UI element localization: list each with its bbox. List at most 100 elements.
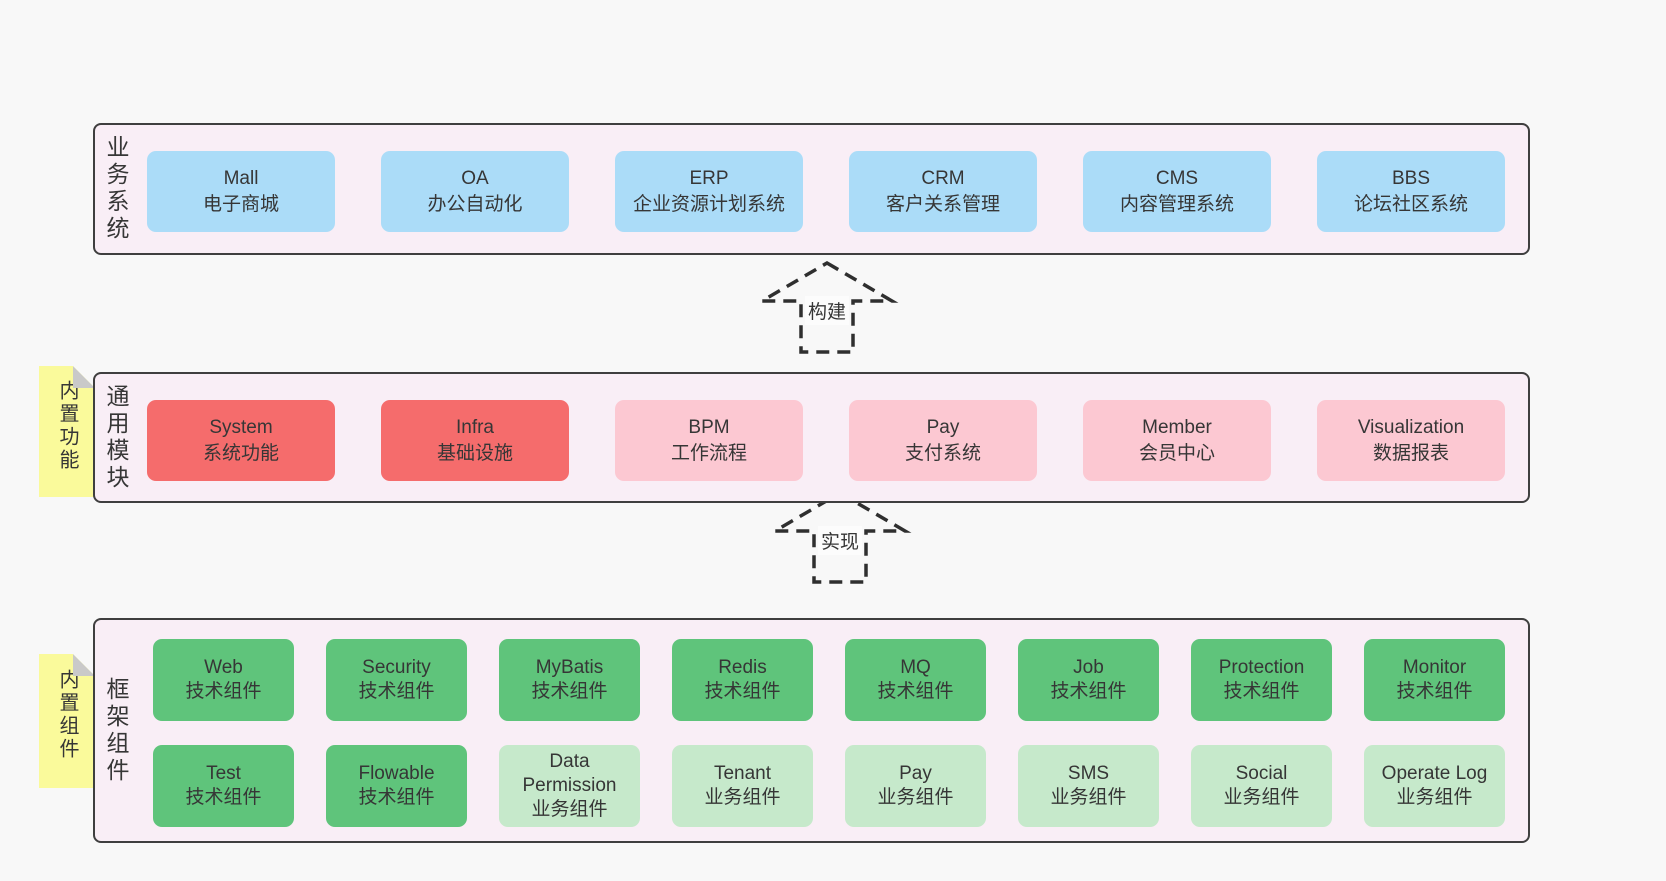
node-title: Test (206, 763, 241, 784)
node-subtitle: 内容管理系统 (1119, 193, 1234, 215)
arrow-build-label: 构建 (804, 296, 850, 325)
node-mq: MQ 技术组件 (845, 639, 986, 721)
node-erp: ERP 企业资源计划系统 (615, 151, 803, 232)
node-monitor: Monitor 技术组件 (1364, 639, 1505, 721)
node-title: CMS (1155, 167, 1199, 189)
node-flowable: Flowable 技术组件 (326, 745, 467, 827)
node-subtitle: 电子商城 (202, 193, 279, 215)
node-bpm: BPM 工作流程 (615, 400, 803, 481)
node-title: BPM (688, 416, 730, 438)
node-title: Data Permission (522, 751, 617, 796)
business-boxes-row: Mall 电子商城 OA 办公自动化 ERP 企业资源计划系统 CRM 客户关系… (147, 151, 1505, 232)
node-subtitle: 技术组件 (531, 681, 608, 702)
node-title: MyBatis (535, 657, 604, 678)
node-subtitle: 技术组件 (185, 787, 262, 808)
node-subtitle: 技术组件 (358, 787, 435, 808)
sticky-note-builtin-components: 内置组件 (39, 654, 95, 788)
node-subtitle: 业务组件 (704, 787, 781, 808)
node-oa: OA 办公自动化 (381, 151, 569, 232)
node-title: Web (204, 657, 243, 678)
node-title: Infra (455, 416, 495, 438)
sticky-fold-corner (73, 654, 95, 676)
node-security: Security 技术组件 (326, 639, 467, 721)
node-bbs: BBS 论坛社区系统 (1317, 151, 1505, 232)
section-business-systems: 业务系统 Mall 电子商城 OA 办公自动化 ERP 企业资源计划系统 CRM… (93, 123, 1530, 255)
node-mall: Mall 电子商城 (147, 151, 335, 232)
node-web: Web 技术组件 (153, 639, 294, 721)
arrow-implement: 实现 (765, 488, 915, 586)
arrow-implement-label: 实现 (817, 526, 863, 555)
node-title: Social (1235, 763, 1288, 784)
node-subtitle: 论坛社区系统 (1353, 193, 1468, 215)
node-title: Member (1142, 416, 1212, 438)
node-title: CRM (921, 167, 965, 189)
dashed-up-arrow-icon (755, 260, 899, 354)
node-subtitle: 数据报表 (1372, 442, 1449, 464)
component-boxes-row-1: Web 技术组件 Security 技术组件 MyBatis 技术组件 Redi… (153, 639, 1505, 721)
sticky-fold-corner (73, 366, 95, 388)
node-job: Job 技术组件 (1018, 639, 1159, 721)
node-subtitle: 基础设施 (436, 442, 513, 464)
node-member: Member 会员中心 (1083, 400, 1271, 481)
dashed-up-arrow-icon (768, 490, 912, 584)
node-title: SMS (1067, 763, 1110, 784)
node-title: Mall (223, 167, 259, 189)
node-pay-biz: Pay 业务组件 (845, 745, 986, 827)
node-title: MQ (900, 657, 931, 678)
node-subtitle: 技术组件 (185, 681, 262, 702)
node-title: Flowable (358, 763, 435, 784)
node-data-permission: Data Permission 业务组件 (499, 745, 640, 827)
node-subtitle: 业务组件 (877, 787, 954, 808)
node-subtitle: 业务组件 (1223, 787, 1300, 808)
node-sms: SMS 业务组件 (1018, 745, 1159, 827)
node-subtitle: 业务组件 (1396, 787, 1473, 808)
node-cms: CMS 内容管理系统 (1083, 151, 1271, 232)
node-subtitle: 技术组件 (704, 681, 781, 702)
node-title: Redis (718, 657, 767, 678)
node-social: Social 业务组件 (1191, 745, 1332, 827)
node-tenant: Tenant 业务组件 (672, 745, 813, 827)
node-subtitle: 企业资源计划系统 (632, 193, 785, 215)
arrow-build: 构建 (752, 258, 902, 356)
section-framework-components: 框架组件 Web 技术组件 Security 技术组件 MyBatis 技术组件… (93, 618, 1530, 843)
node-title: Monitor (1402, 657, 1467, 678)
node-subtitle: 工作流程 (670, 442, 747, 464)
node-system: System 系统功能 (147, 400, 335, 481)
sticky-note-label: 内置组件 (56, 669, 78, 761)
section-label-components: 框架组件 (103, 676, 129, 785)
sticky-note-label: 内置功能 (56, 379, 78, 472)
node-subtitle: 会员中心 (1138, 442, 1215, 464)
node-subtitle: 办公自动化 (427, 193, 523, 215)
node-subtitle: 技术组件 (1223, 681, 1300, 702)
node-mybatis: MyBatis 技术组件 (499, 639, 640, 721)
component-boxes-row-2: Test 技术组件 Flowable 技术组件 Data Permission … (153, 745, 1505, 827)
node-subtitle: 客户关系管理 (885, 193, 1000, 215)
node-subtitle: 技术组件 (877, 681, 954, 702)
node-redis: Redis 技术组件 (672, 639, 813, 721)
node-subtitle: 技术组件 (358, 681, 435, 702)
node-crm: CRM 客户关系管理 (849, 151, 1037, 232)
node-protection: Protection 技术组件 (1191, 639, 1332, 721)
node-subtitle: 支付系统 (904, 442, 981, 464)
node-subtitle: 技术组件 (1050, 681, 1127, 702)
node-title: ERP (689, 167, 729, 189)
node-infra: Infra 基础设施 (381, 400, 569, 481)
section-label-business: 业务系统 (103, 135, 129, 243)
node-title: BBS (1391, 167, 1431, 189)
node-title: System (209, 416, 273, 438)
node-title: Pay (899, 763, 932, 784)
section-label-modules: 通用模块 (103, 383, 129, 492)
sticky-note-builtin-features: 内置功能 (39, 366, 95, 497)
node-title: Security (362, 657, 431, 678)
node-visualization: Visualization 数据报表 (1317, 400, 1505, 481)
node-title: Job (1073, 657, 1104, 678)
node-operate-log: Operate Log 业务组件 (1364, 745, 1505, 827)
node-title: Protection (1218, 657, 1305, 678)
module-boxes-row: System 系统功能 Infra 基础设施 BPM 工作流程 Pay 支付系统… (147, 400, 1505, 481)
node-subtitle: 系统功能 (202, 442, 279, 464)
node-title: OA (461, 167, 489, 189)
node-title: Tenant (713, 763, 772, 784)
section-common-modules: 通用模块 System 系统功能 Infra 基础设施 BPM 工作流程 Pay… (93, 372, 1530, 503)
node-title: Pay (926, 416, 960, 438)
